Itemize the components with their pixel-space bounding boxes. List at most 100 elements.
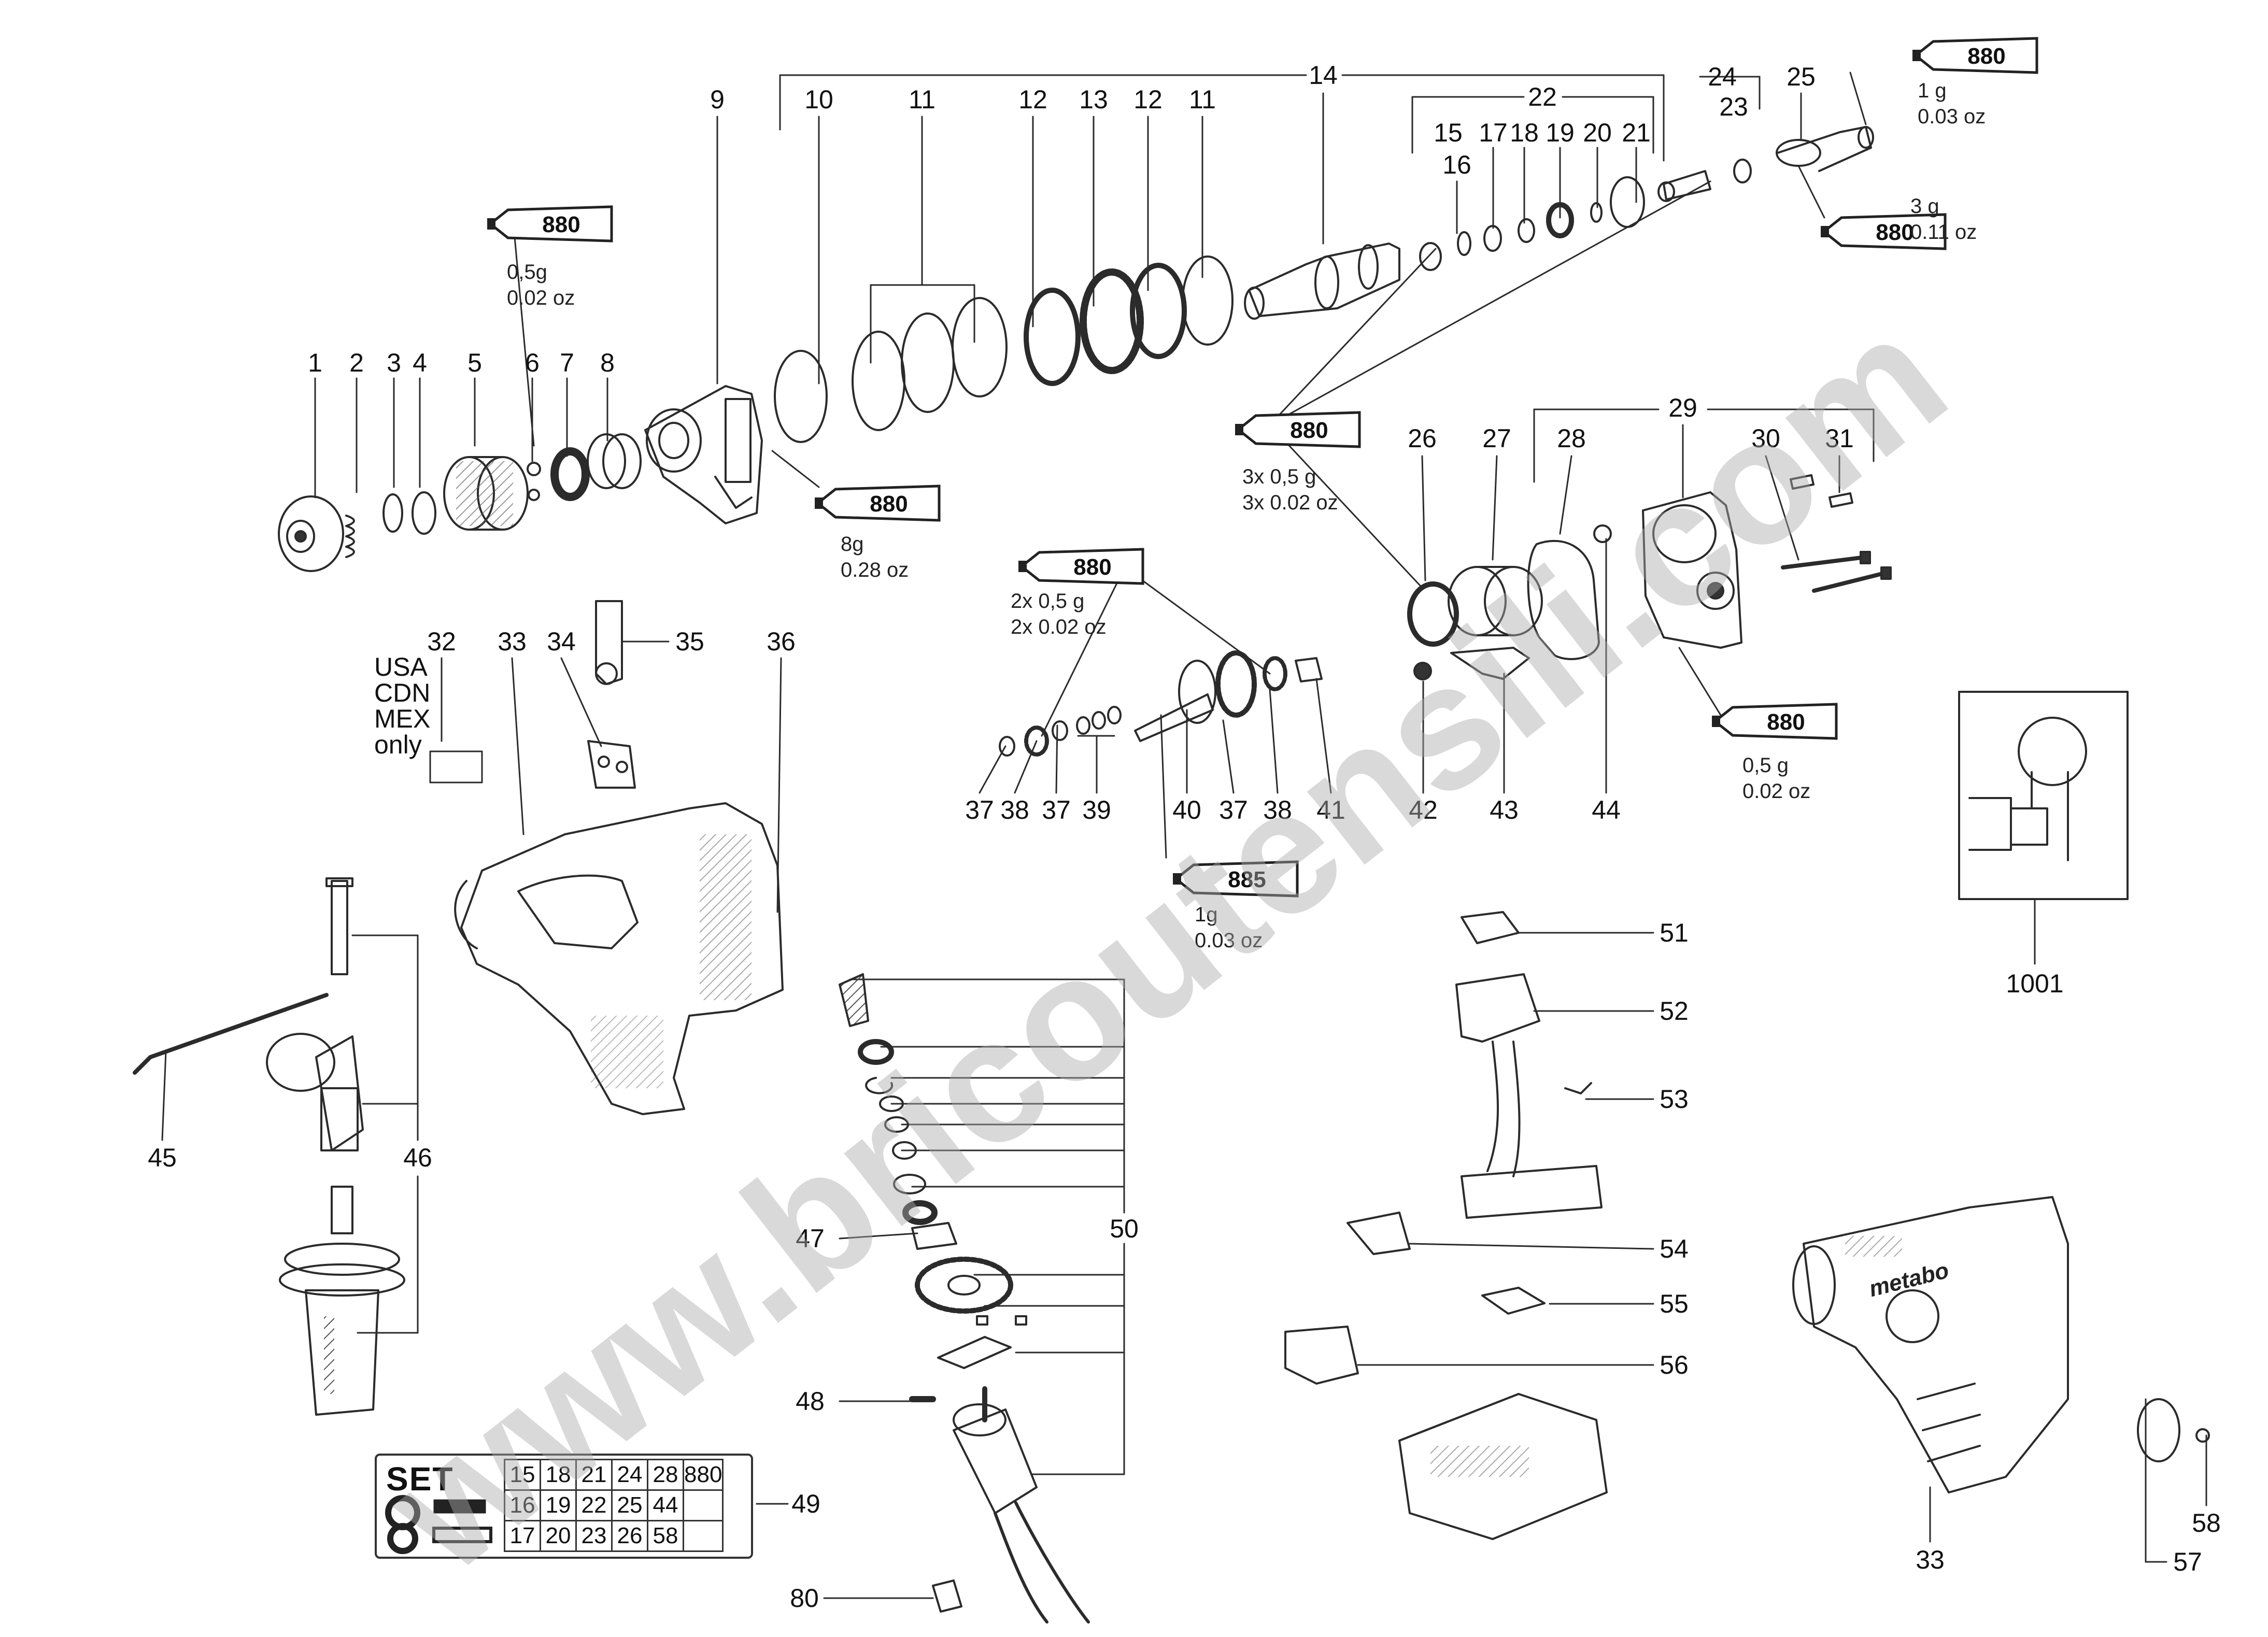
part-callout: 30 (1751, 424, 1780, 453)
grease-tube: 880 (1821, 207, 1950, 257)
grease-tube: 885 (1173, 855, 1302, 904)
spring-2 (345, 515, 355, 558)
part-callout: 19 (1546, 118, 1575, 147)
part-callout: 45 (148, 1143, 177, 1172)
spindle-14 (1244, 243, 1400, 320)
part-callout: 39 (1082, 795, 1111, 824)
part-callout: 48 (796, 1387, 825, 1416)
side-handle-grip (279, 1186, 405, 1416)
grease-code: 880 (1967, 44, 2006, 69)
part-callout: 5 (467, 348, 482, 377)
set-kit-cell: 25 (611, 1489, 648, 1521)
set-kit-cell (682, 1489, 724, 1521)
part-callout: 49 (791, 1489, 820, 1518)
grease-code: 880 (542, 212, 580, 237)
grease-amount: 1 g 0.03 oz (1918, 79, 1986, 128)
set-kit-cell: 26 (611, 1520, 648, 1552)
part-callout: 37 (965, 795, 994, 824)
depth-rod-45 (133, 993, 329, 1075)
part-callout: 40 (1172, 795, 1201, 824)
grease-amount: 0,5g 0.02 oz (507, 261, 575, 309)
leader-lines-middle (512, 72, 1867, 859)
grease-tube: 880 (1235, 405, 1365, 454)
grease-code: 880 (1073, 554, 1112, 580)
part-callout: 38 (1000, 795, 1029, 824)
grease-tube-icon (1173, 860, 1299, 898)
part-callout: 43 (1490, 795, 1519, 824)
wiring-inset-1001 (1958, 691, 2129, 900)
motor-housing-33 (454, 802, 784, 1115)
part-callout: 44 (1592, 795, 1621, 824)
part-callout: 54 (1660, 1234, 1689, 1263)
part-callout: 56 (1660, 1350, 1689, 1379)
set-kit-cell: 58 (647, 1520, 684, 1552)
washer-11a (852, 331, 905, 431)
ball-44 (1593, 524, 1612, 543)
washer-11b (901, 312, 955, 413)
assembled-hammer (1792, 1196, 2069, 1493)
gear-housing-9 (644, 385, 763, 524)
part-callout: 51 (1660, 918, 1689, 947)
grease-amount: 8g 0.28 oz (841, 533, 909, 581)
part-callout: 16 (1442, 150, 1471, 179)
part-callout: 4 (413, 348, 427, 377)
regional-line: USA (374, 652, 428, 681)
set-title: SET (386, 1460, 454, 1498)
part-callout: 31 (1825, 424, 1854, 453)
grease-tube-icon (1018, 548, 1144, 585)
part-callout: 14 (1309, 61, 1338, 90)
depth-pin (325, 877, 353, 975)
part-callout: 42 (1409, 795, 1438, 824)
part-callout: 21 (1622, 118, 1651, 147)
part-callout: 17 (1479, 118, 1508, 147)
set-kit-cell: 18 (540, 1459, 577, 1491)
grease-tube-icon (1912, 37, 2038, 74)
washer-11c (952, 297, 1008, 397)
latch-34 (587, 740, 636, 789)
plate-32 (429, 750, 483, 784)
part-callout: 10 (804, 85, 833, 114)
grease-tube-icon (1821, 213, 1947, 250)
bush-8 (587, 433, 642, 489)
cap-80 (932, 1579, 962, 1613)
part-callout: 57 (2173, 1547, 2202, 1576)
ring-3 (382, 493, 403, 533)
ring-4 (412, 491, 436, 535)
gear-stack-50 (839, 973, 1027, 1402)
grease-tube-icon (487, 205, 613, 243)
set-kit-cell: 17 (504, 1520, 541, 1552)
part-callout: 34 (547, 627, 576, 656)
bracket-43 (1450, 647, 1530, 680)
regional-line: MEX (374, 704, 431, 733)
part-callout: 1001 (2006, 969, 2064, 998)
set-kit-cell: 21 (575, 1459, 613, 1491)
grease-tube: 880 (487, 200, 617, 249)
part-callout: 12 (1133, 85, 1163, 114)
ring-26 (1407, 581, 1459, 647)
set-kit-cell: 22 (575, 1489, 613, 1521)
grease-tube: 880 (1912, 31, 2042, 80)
set-kit-cell: 28 (647, 1459, 684, 1491)
regional-line: CDN (374, 678, 431, 707)
battery-pack (1398, 1393, 1608, 1540)
part-callout: 15 (1434, 118, 1463, 147)
part-callout: 13 (1079, 85, 1108, 114)
grease-code: 885 (1228, 867, 1266, 892)
part-callout: 9 (710, 85, 725, 114)
part-callout: 37 (1042, 795, 1071, 824)
part-callout: 26 (1408, 424, 1437, 453)
grease-amount: 3x 0,5 g 3x 0.02 oz (1242, 465, 1338, 514)
grease-tube: 880 (1018, 542, 1148, 591)
grease-amount: 0,5 g 0.02 oz (1742, 754, 1811, 803)
motor (953, 1386, 1090, 1624)
side-handle-clamp (266, 1033, 364, 1151)
ball-6 (527, 462, 541, 501)
part-callout: 50 (1110, 1214, 1139, 1243)
part-callout: 3 (387, 348, 401, 377)
snap-ring-10 (774, 350, 828, 443)
part-callout: 55 (1660, 1289, 1689, 1318)
washer-11d (1182, 255, 1234, 346)
part-callout: 7 (560, 348, 574, 377)
